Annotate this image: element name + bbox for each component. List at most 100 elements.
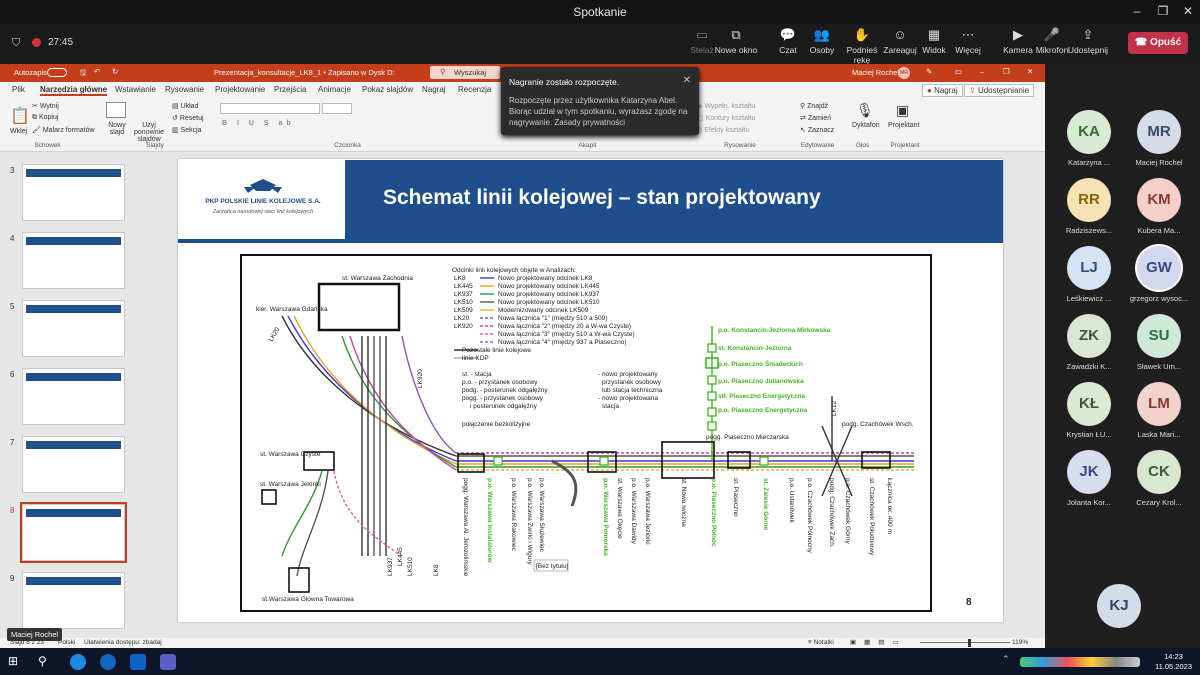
select-button[interactable]: ↖ Zaznacz <box>800 127 835 134</box>
shape-outline-button[interactable]: ▢ Kontury kształtu <box>697 115 756 122</box>
leave-button[interactable]: ☎ Opuść <box>1128 32 1188 54</box>
reset-button[interactable]: ↺ Resetuj <box>172 115 204 122</box>
call-button-5[interactable]: ☺Zareaguj <box>878 27 922 55</box>
minimize-icon[interactable]: – <box>1133 4 1141 18</box>
find-button[interactable]: ⚲ Znajdź <box>800 103 829 110</box>
language[interactable]: Polski <box>58 639 76 646</box>
designer-label[interactable]: Projektant <box>888 122 920 129</box>
font-family-select[interactable] <box>220 103 320 114</box>
call-button-label: Udostępnij <box>1067 45 1109 55</box>
taskbar-clock[interactable]: 14:23 11.05.2023 <box>1155 652 1192 672</box>
slide-thumbnail[interactable] <box>20 502 127 563</box>
paste-icon[interactable]: 📋 <box>10 108 30 125</box>
ppt-minimize-icon[interactable]: – <box>980 67 985 76</box>
stop-label: st. Zalesie Górne <box>762 478 769 531</box>
autosave-toggle[interactable] <box>47 68 67 77</box>
ribbon-tab[interactable]: Animacje <box>318 85 351 94</box>
dictate-icon[interactable]: 🎙 <box>856 102 874 118</box>
dictate-label[interactable]: Dyktafon <box>852 122 880 129</box>
redo-icon[interactable]: ↻ <box>112 67 119 76</box>
tray-app-icons[interactable] <box>1020 657 1140 667</box>
participant-tile[interactable]: KJ <box>1087 584 1151 628</box>
call-button-6[interactable]: ▦Widok <box>912 27 956 55</box>
call-button-10[interactable]: ⇪Udostępnij <box>1066 27 1110 55</box>
undo-icon[interactable]: ↶ <box>94 67 101 76</box>
pen-icon[interactable]: ✎ <box>926 67 933 76</box>
record-button[interactable]: ● Nagraj <box>922 84 963 97</box>
font-size-select[interactable] <box>322 103 352 114</box>
outlook-icon[interactable] <box>130 654 146 670</box>
ie-icon[interactable] <box>100 654 116 670</box>
slide-thumbnail[interactable] <box>22 572 125 629</box>
ppt-maximize-icon[interactable]: ❐ <box>1003 67 1010 76</box>
maximize-icon[interactable]: ❐ <box>1157 4 1169 18</box>
shape-effects-button[interactable]: ◇ Efekty kształtu <box>697 127 750 134</box>
tray-icons[interactable]: ⌃ <box>1002 654 1010 664</box>
ribbon-tab[interactable]: Wstawianie <box>115 85 156 94</box>
ribbon-tab[interactable]: Pokaz slajdów <box>362 85 414 94</box>
cut-button[interactable]: ✂ Wytnij <box>32 103 59 110</box>
ribbon-tab[interactable]: Nagraj <box>422 85 446 94</box>
view-buttons[interactable]: ▣▦▤▭ <box>850 639 907 646</box>
call-button-0[interactable]: ▭Stelaż <box>680 27 724 55</box>
new-slide-label[interactable]: Nowy slajd <box>108 122 126 136</box>
ribbon-tab[interactable]: Recenzja <box>458 85 492 94</box>
call-button-7[interactable]: ⋯Więcej <box>946 27 990 55</box>
search-box[interactable]: Wyszukaj <box>430 66 500 79</box>
designer-icon[interactable]: ▣ <box>896 102 910 118</box>
call-button-2[interactable]: 💬Czat <box>766 27 810 55</box>
new-slide-icon[interactable] <box>106 102 126 118</box>
ribbon-tab[interactable]: Narzędzia główne <box>40 85 108 96</box>
zoom-slider[interactable] <box>920 642 1010 643</box>
layout-button[interactable]: ▤ Układ <box>172 103 199 110</box>
ppt-close-icon[interactable]: ✕ <box>1027 67 1034 76</box>
copy-button[interactable]: ⧉ Kopiuj <box>32 114 59 121</box>
search-taskbar-icon[interactable]: ⚲ <box>38 654 47 668</box>
ribbon-display-icon[interactable]: ▭ <box>955 67 963 76</box>
share-doc-button[interactable]: ⇪ Udostępnianie <box>964 84 1035 97</box>
slide-thumbnail[interactable] <box>22 436 125 493</box>
replace-button[interactable]: ⇄ Zamień <box>800 115 832 122</box>
format-painter-button[interactable]: 🖌 Malarz formatów <box>32 127 95 134</box>
accessibility-status[interactable]: Ułatwienia dostępu: zbadaj <box>84 639 162 646</box>
slide-thumbnail[interactable] <box>22 164 125 221</box>
close-icon[interactable]: ✕ <box>1182 4 1194 18</box>
zoom-thumb[interactable] <box>968 639 971 647</box>
ribbon-tab[interactable]: Rysowanie <box>165 85 205 94</box>
call-button-9[interactable]: 🎤Mikrofon <box>1030 27 1074 55</box>
windows-start-icon[interactable]: ⊞ <box>8 654 19 668</box>
call-button-3[interactable]: 👥Osoby <box>800 27 844 55</box>
call-button-1[interactable]: ⧉Nowe okno <box>714 27 758 55</box>
paste-label[interactable]: Wklej <box>10 128 28 135</box>
close-notification-icon[interactable]: ✕ <box>682 75 691 86</box>
ribbon-tab[interactable]: Plik <box>12 85 25 94</box>
slide-thumbnail[interactable] <box>22 232 125 289</box>
shape-fill-button[interactable]: ◈ Wypełn. kształtu <box>697 103 756 110</box>
call-button-8[interactable]: ▶Kamera <box>996 27 1040 55</box>
font-format-buttons[interactable]: B I U S ab <box>222 120 295 127</box>
search-label: Wyszukaj <box>454 68 487 77</box>
section-button[interactable]: ▥ Sekcja <box>172 127 202 134</box>
slide-thumbnail[interactable] <box>22 300 125 357</box>
save-icon[interactable]: 🖫 <box>80 68 87 77</box>
call-button-4[interactable]: ✋Podnieś rękę <box>840 27 884 65</box>
ribbon-tab[interactable]: Projektowanie <box>215 85 266 94</box>
notes-button[interactable]: ≡ Notatki <box>808 639 834 646</box>
ribbon-tab[interactable]: Przejścia <box>274 85 307 94</box>
slide-thumbnail[interactable] <box>22 368 125 425</box>
reuse-slides-label[interactable]: Użyj ponownie slajdów <box>134 122 164 143</box>
edge-icon[interactable] <box>70 654 86 670</box>
teams-icon[interactable] <box>160 654 176 670</box>
